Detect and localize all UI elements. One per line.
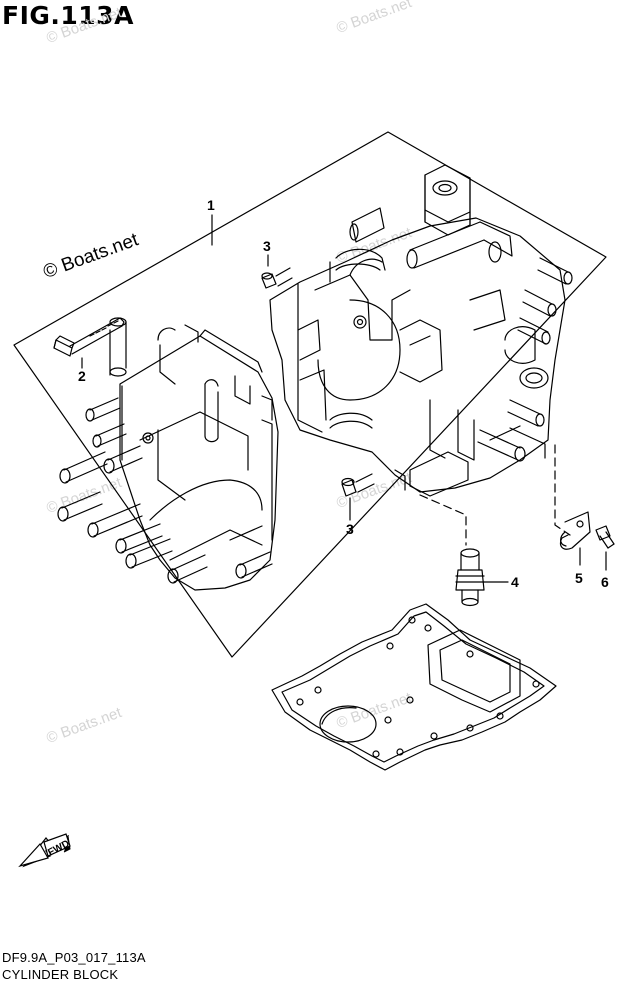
drawing-code: DF9.9A_P03_017_113A: [2, 950, 146, 965]
callout-1: 1: [207, 197, 215, 213]
callout-4: 4: [511, 574, 519, 590]
callout-3-upper: 3: [263, 238, 271, 254]
install-line: [554, 444, 571, 536]
block-bosses: [57, 397, 273, 584]
callout-6: 6: [601, 574, 609, 590]
section-name: CYLINDER BLOCK: [2, 967, 119, 982]
cylinder-block-drawing: [269, 164, 573, 497]
dowel-pin-upper: [261, 267, 293, 289]
callout-3-lower: 3: [346, 521, 354, 537]
crankcase-half-drawing: [57, 317, 279, 591]
figure-title: FIG.113A: [2, 1, 134, 30]
bolt-item-6: [595, 525, 615, 549]
gasket-drawing: [271, 603, 557, 771]
callout-2: 2: [78, 368, 86, 384]
fwd-arrow-icon: FWD: [18, 833, 72, 868]
install-line: [419, 494, 467, 546]
assembly-frame: [13, 131, 607, 658]
dowel-pin-lower: [341, 473, 375, 497]
clamp-item-5: [559, 511, 591, 550]
bolt-item-2: [53, 317, 125, 357]
callout-5: 5: [575, 570, 583, 586]
plug-item-4: [455, 548, 485, 607]
